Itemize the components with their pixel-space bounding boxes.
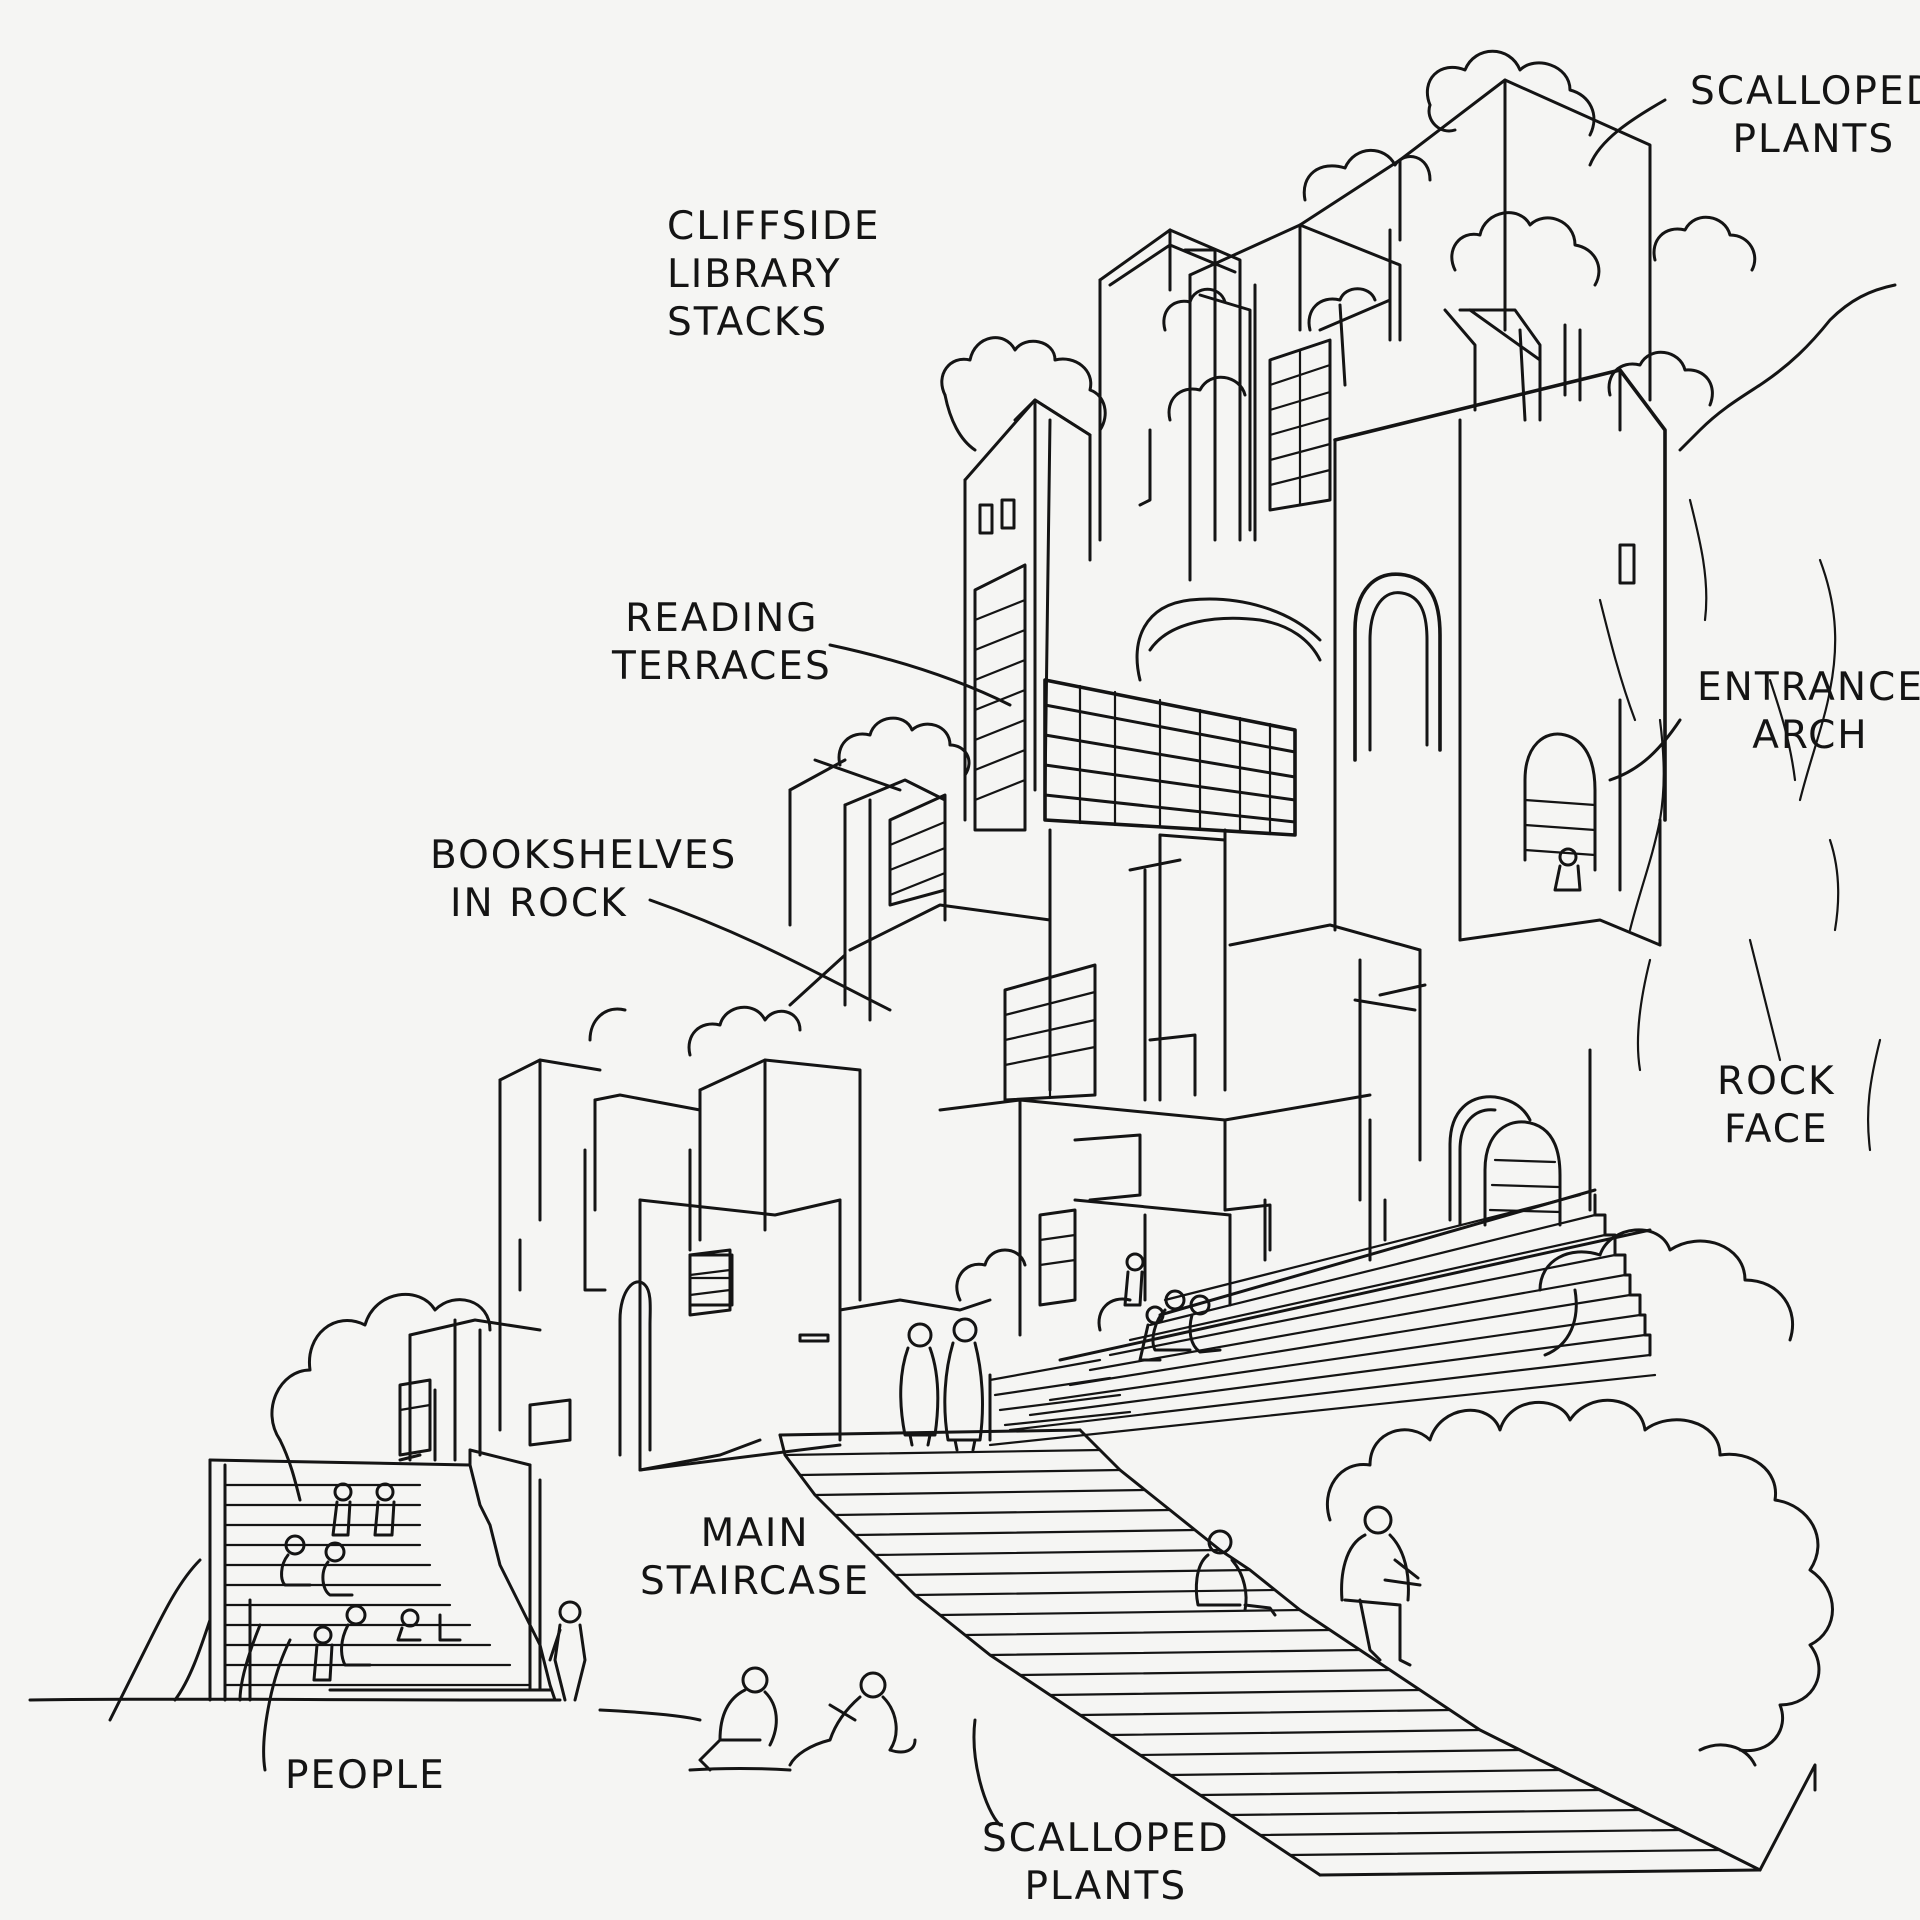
bookshelf-mid-left <box>888 793 947 907</box>
main-staircase <box>778 1188 1817 1877</box>
reading-terraces-line-2: TERRACES <box>612 644 832 689</box>
title-line-1: CLIFFSIDE <box>667 204 881 249</box>
rock-face-line-1: ROCK <box>1717 1059 1836 1104</box>
rock-face-label: ROCK FACE <box>1717 1058 1836 1154</box>
mid-flight <box>988 1358 1132 1442</box>
scalloped-plants-bottom-label: SCALLOPED PLANTS <box>982 1815 1230 1911</box>
bookshelf-tower-left <box>973 563 1027 832</box>
rock-face <box>1598 283 1897 1152</box>
person-seated-middle <box>1194 1529 1277 1617</box>
upper-towers <box>963 78 1667 947</box>
entrance-arch-label: ENTRANCE ARCH <box>1697 664 1920 760</box>
leader-lines <box>262 98 1682 1827</box>
small-staircase <box>208 1448 557 1702</box>
bookshelves-line-2: IN ROCK <box>450 881 628 926</box>
leader-reading-terraces <box>828 643 1012 707</box>
main-staircase-line-1: MAIN <box>700 1511 810 1556</box>
scalloped-plants-bottom-line-2: PLANTS <box>1024 1864 1188 1909</box>
ground <box>28 1623 792 1772</box>
person-terrace-group <box>1123 1252 1222 1362</box>
title-label: CLIFFSIDE LIBRARY STACKS <box>667 203 881 347</box>
people <box>280 847 1582 1772</box>
person-reclining-right <box>788 1671 917 1767</box>
main-staircase-label: MAIN STAIRCASE <box>640 1510 870 1606</box>
bookshelf-small-stairs <box>398 1378 572 1457</box>
rock-face-line-2: FACE <box>1723 1107 1829 1152</box>
people-line-1: PEOPLE <box>285 1753 446 1798</box>
bookshelves <box>398 338 1597 1457</box>
title-line-3: STACKS <box>667 300 829 345</box>
people-label: PEOPLE <box>285 1752 446 1800</box>
bookshelf-large <box>1043 678 1297 837</box>
scalloped-plants-top-line-2: PLANTS <box>1732 117 1896 162</box>
main-staircase-line-2: STAIRCASE <box>640 1559 871 1604</box>
entrance-arch-line-2: ARCH <box>1752 713 1869 758</box>
bookshelf-lower-mid <box>1038 1208 1077 1307</box>
leader-people <box>262 1638 292 1772</box>
person-seated-reader <box>1340 1505 1422 1667</box>
reading-terraces-line-1: READING <box>625 596 819 641</box>
leader-bookshelves <box>648 898 892 1012</box>
person-reclining-left <box>698 1666 778 1772</box>
leader-entrance-arch <box>1608 718 1682 782</box>
bookshelf-upper <box>1268 338 1332 512</box>
scalloped-plants-top-label: SCALLOPED PLANTS <box>1690 68 1920 164</box>
scalloped-plants <box>108 49 1834 1767</box>
bookshelf-arch <box>1523 732 1597 872</box>
people-small-staircase <box>280 1482 422 1682</box>
building-blocks <box>408 758 1592 1472</box>
upper-flight <box>988 1188 1657 1447</box>
leader-scalloped-plants-bottom <box>972 1718 1002 1827</box>
bookshelves-line-1: BOOKSHELVES <box>430 833 738 878</box>
scalloped-plants-bottom-line-1: SCALLOPED <box>982 1816 1230 1861</box>
scalloped-plants-top-line-1: SCALLOPED <box>1690 69 1920 114</box>
leader-scalloped-plants-top <box>1588 98 1667 167</box>
title-line-2: LIBRARY <box>667 252 842 297</box>
lower-flight <box>778 1428 1817 1877</box>
person-standing-pair <box>899 1317 984 1452</box>
person-standing-left <box>548 1600 587 1702</box>
bookshelves-in-rock-label: BOOKSHELVES IN ROCK <box>430 832 737 928</box>
entrance-arch-line-1: ENTRANCE <box>1697 665 1920 710</box>
reading-terraces-label: READING TERRACES <box>612 595 832 691</box>
person-arch-window <box>1553 847 1582 892</box>
